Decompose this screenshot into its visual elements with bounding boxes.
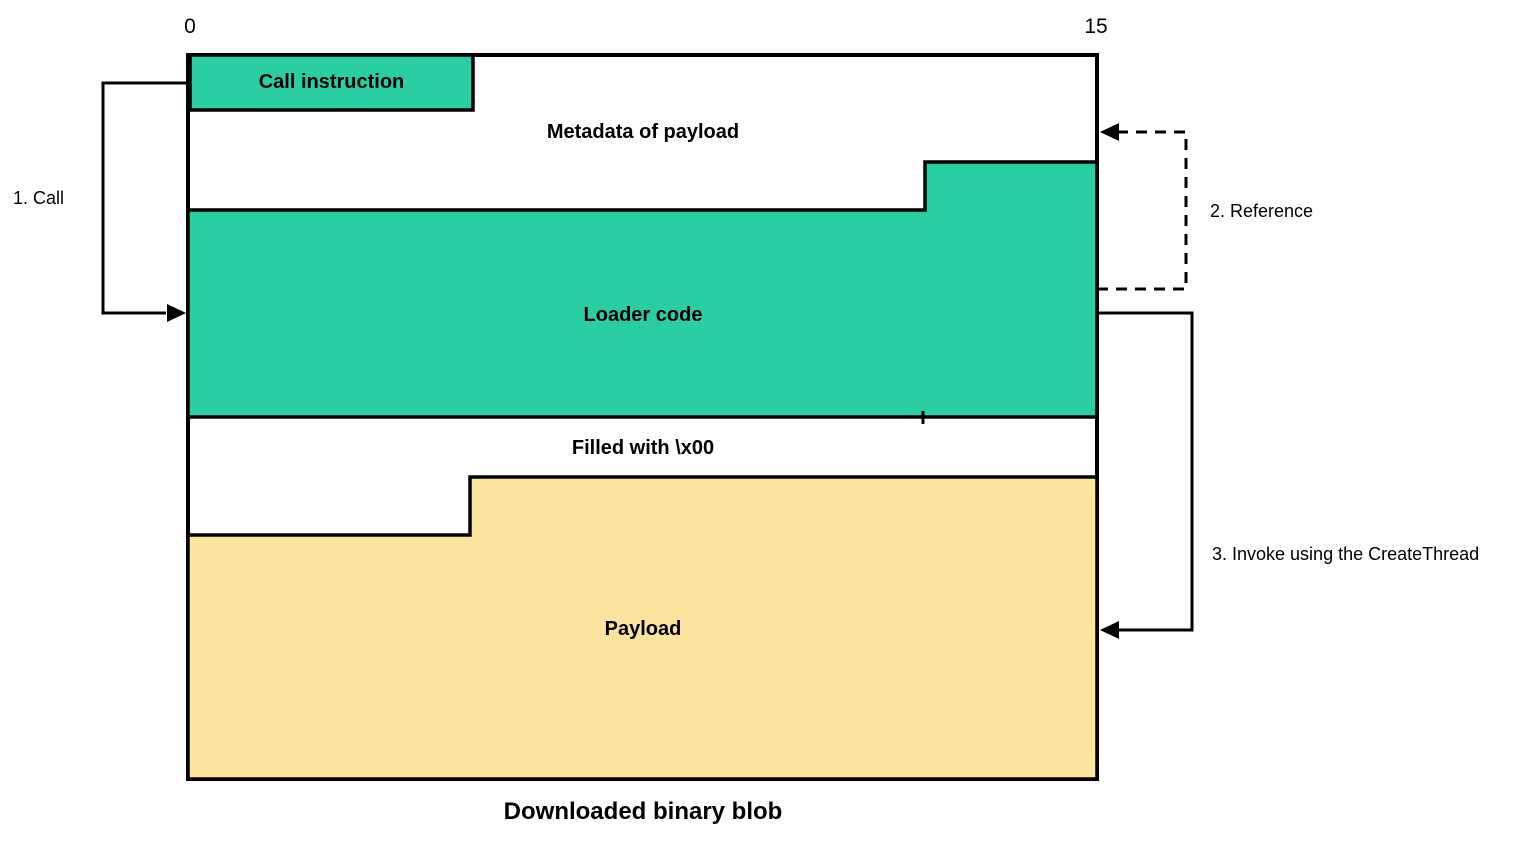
reference-annotation: 2. Reference <box>1210 201 1314 221</box>
payload-block <box>186 475 1099 781</box>
call-arrowhead-icon <box>167 304 186 322</box>
loader-code-label: Loader code <box>583 304 703 326</box>
call-instruction-label: Call instruction <box>258 71 405 93</box>
call-arrow-line <box>101 81 188 315</box>
metadata-label: Metadata of payload <box>546 121 740 143</box>
filler-label: Filled with \x00 <box>571 437 715 459</box>
invoke-arrowhead-icon <box>1100 621 1119 639</box>
payload-label: Payload <box>604 618 682 640</box>
scale-end-label: 15 <box>1084 15 1108 38</box>
invoke-annotation: 3. Invoke using the CreateThread <box>1212 544 1480 564</box>
reference-arrow-line <box>1097 130 1188 291</box>
scale-start-label: 0 <box>184 15 196 38</box>
reference-arrowhead-icon <box>1100 123 1119 141</box>
diagram-caption: Downloaded binary blob <box>503 798 783 825</box>
invoke-arrow-line <box>1097 311 1194 632</box>
call-instruction-block <box>188 53 475 112</box>
call-annotation: 1. Call <box>13 188 65 208</box>
loader-code-block <box>186 160 1099 419</box>
